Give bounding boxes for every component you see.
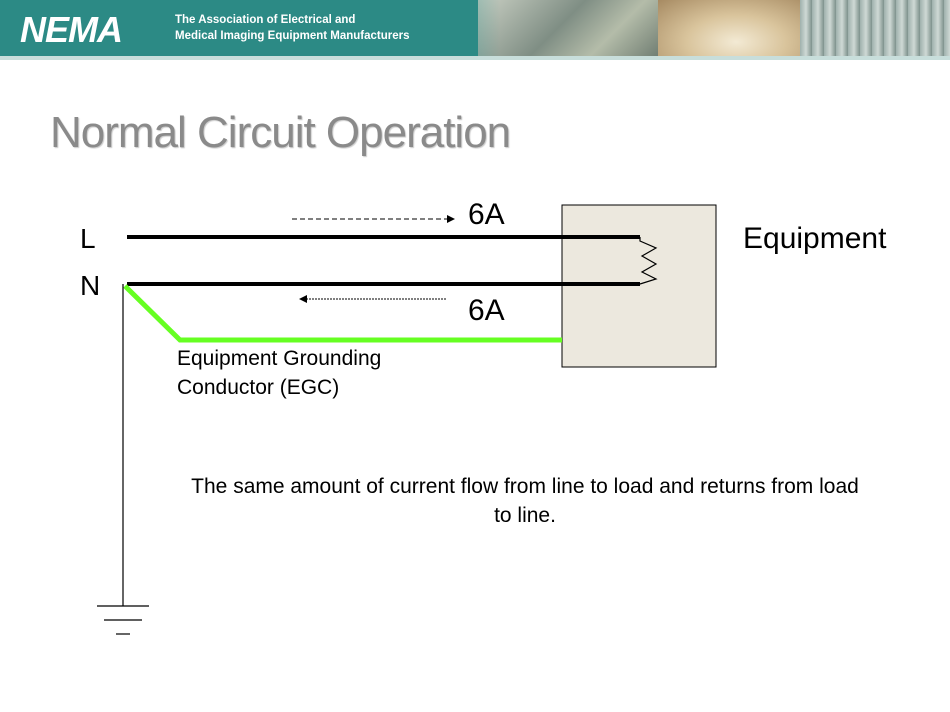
egc-conductor bbox=[123, 284, 562, 343]
header-tagline: The Association of Electrical and Medica… bbox=[175, 12, 410, 44]
tagline-line-1: The Association of Electrical and bbox=[175, 14, 356, 26]
current-to-load-label: 6A bbox=[468, 198, 505, 231]
slide-title: Normal Circuit Operation bbox=[50, 108, 511, 157]
header-photo-circuit bbox=[478, 0, 658, 60]
header-photo-fade bbox=[420, 0, 500, 60]
load-resistor bbox=[639, 237, 658, 285]
header-banner: NEMA The Association of Electrical and M… bbox=[0, 0, 950, 60]
line-label: L bbox=[80, 223, 96, 254]
nema-logo: NEMA bbox=[20, 9, 123, 49]
header-photo-lightbulb bbox=[658, 0, 800, 60]
tagline-line-2: Medical Imaging Equipment Manufacturers bbox=[175, 30, 410, 42]
header-stripe bbox=[0, 56, 950, 60]
equipment-label: Equipment bbox=[743, 222, 887, 255]
neutral-label: N bbox=[80, 270, 101, 301]
egc-label: Equipment Grounding Conductor (EGC) bbox=[177, 347, 382, 399]
slide-caption: The same amount of current flow from lin… bbox=[191, 475, 859, 527]
current-from-load-label: 6A bbox=[468, 294, 505, 327]
header-photo-equipment bbox=[800, 0, 950, 60]
nema-logo-text: NEMA bbox=[20, 9, 122, 49]
